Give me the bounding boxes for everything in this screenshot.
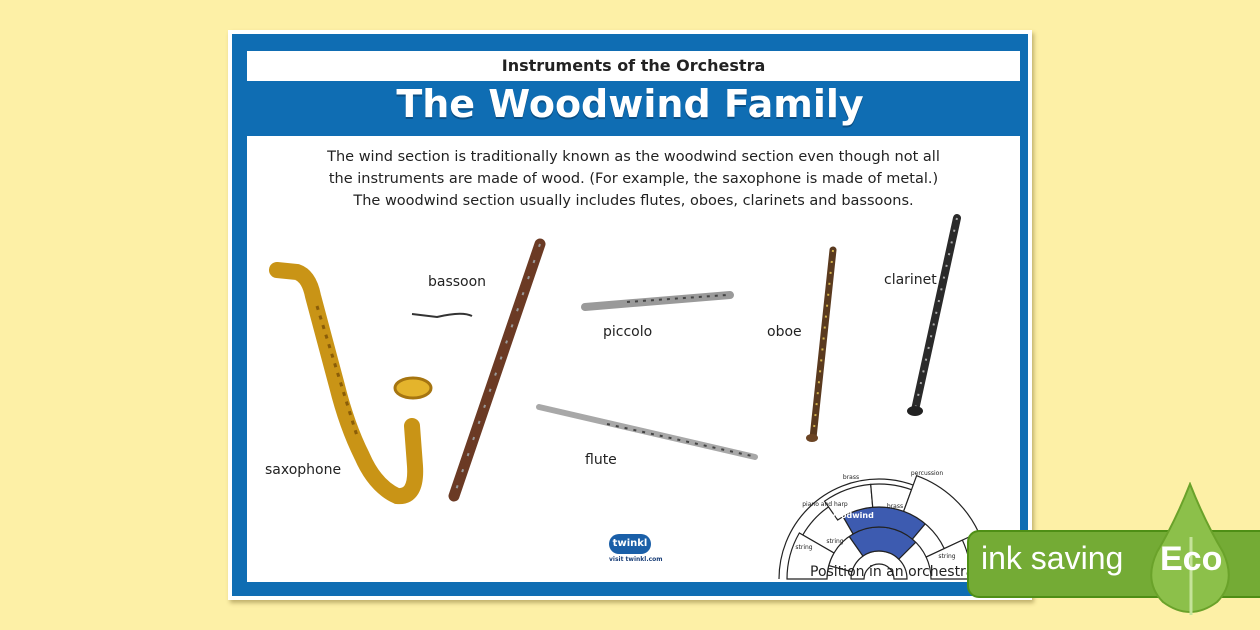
- orchestra-label-string-right: string: [938, 553, 955, 560]
- label-flute: flute: [585, 452, 617, 468]
- saxophone-image: [269, 262, 433, 505]
- label-oboe: oboe: [767, 324, 802, 340]
- poster-subtitle: Instruments of the Orchestra: [247, 51, 1020, 81]
- orchestra-sector-blank: [870, 483, 913, 513]
- piccolo-image: [581, 291, 734, 311]
- ink-saving-text: ink saving: [981, 540, 1124, 576]
- label-clarinet: clarinet: [884, 272, 937, 288]
- twinkl-visit-text: visit twinkl.com: [609, 556, 663, 563]
- orchestra-label-brass-2: brass: [887, 503, 903, 510]
- orchestra-position-diagram: [778, 474, 980, 580]
- poster-frame: Instruments of the Orchestra The Woodwin…: [232, 34, 1028, 596]
- eco-text: Eco: [1160, 540, 1223, 578]
- flute-image: [536, 404, 758, 460]
- label-saxophone: saxophone: [265, 462, 342, 478]
- orchestra-caption: Position in an orchestra: [810, 564, 975, 580]
- orchestra-label-string-left: string: [795, 544, 812, 551]
- instrument-illustrations: brass percussion piano and harp woodwind…: [269, 214, 980, 580]
- clarinet-image: [907, 214, 961, 416]
- label-bassoon: bassoon: [428, 274, 487, 290]
- twinkl-logo[interactable]: twinkl visit twinkl.com: [609, 534, 663, 563]
- poster-content: The wind section is traditionally known …: [247, 136, 1020, 582]
- bassoon-image: [411, 238, 546, 502]
- orchestra-label-brass: brass: [843, 474, 859, 481]
- oboe-image: [806, 246, 837, 442]
- label-piccolo: piccolo: [603, 324, 653, 340]
- intro-text: The wind section is traditionally known …: [327, 149, 940, 209]
- orchestra-label-woodwind: woodwind: [828, 511, 874, 520]
- orchestra-sector-string-left: [786, 532, 835, 580]
- orchestra-sector-percussion: [902, 474, 980, 550]
- orchestra-label-string-inner: string: [826, 538, 843, 545]
- poster-title: The Woodwind Family: [396, 82, 864, 126]
- poster: Instruments of the Orchestra The Woodwin…: [228, 30, 1032, 600]
- leaf-drop-icon: [1150, 482, 1230, 615]
- orchestra-sector-brass: [823, 483, 874, 521]
- orchestra-label-piano-harp: piano and harp: [802, 501, 848, 508]
- orchestra-label-percussion: percussion: [911, 470, 944, 477]
- twinkl-logo-mark: twinkl: [609, 534, 651, 554]
